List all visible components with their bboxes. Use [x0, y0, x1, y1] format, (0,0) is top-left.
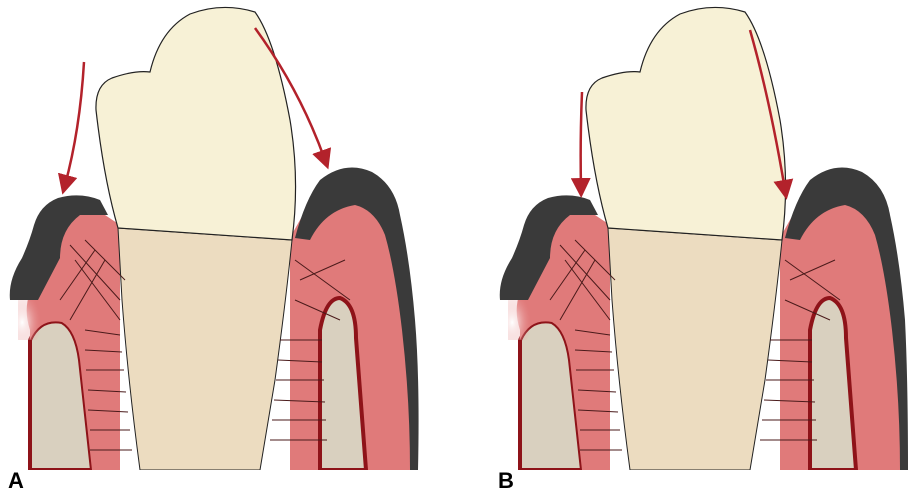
arrow-left: [581, 92, 582, 188]
tooth-crown: [586, 7, 786, 240]
arrow-left: [65, 62, 84, 185]
tooth-root: [118, 228, 292, 470]
tooth-diagram-b: [454, 0, 908, 470]
tooth-diagram-a: [0, 0, 454, 470]
panel-label-a: A: [8, 469, 24, 493]
panel-label-b: B: [498, 469, 514, 493]
tooth-root: [608, 228, 782, 470]
panel-b: B: [454, 0, 908, 495]
panel-a: A: [0, 0, 454, 495]
